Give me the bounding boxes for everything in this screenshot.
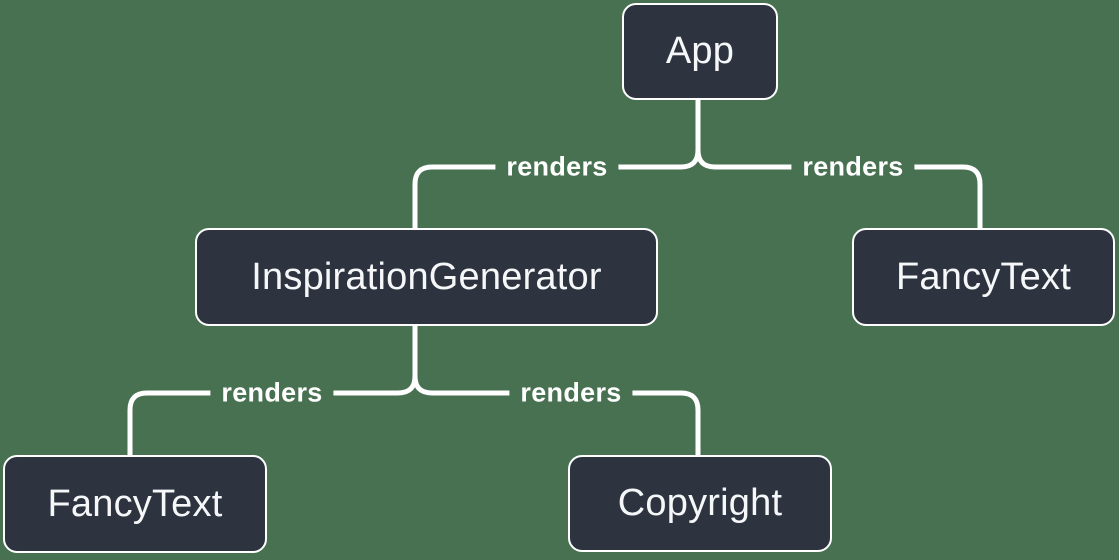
edge-label-renders-left-bottom: renders: [210, 375, 334, 411]
edge-label-renders-left-top: renders: [495, 149, 619, 185]
edge-label-renders-right-top: renders: [791, 149, 915, 185]
node-fancy-text-left: FancyText: [3, 455, 267, 553]
node-app: App: [622, 3, 778, 100]
node-copyright: Copyright: [568, 455, 832, 552]
node-inspiration-generator: InspirationGenerator: [195, 228, 658, 326]
edge-label-renders-right-bottom: renders: [509, 375, 633, 411]
node-fancy-text-right: FancyText: [852, 228, 1115, 326]
